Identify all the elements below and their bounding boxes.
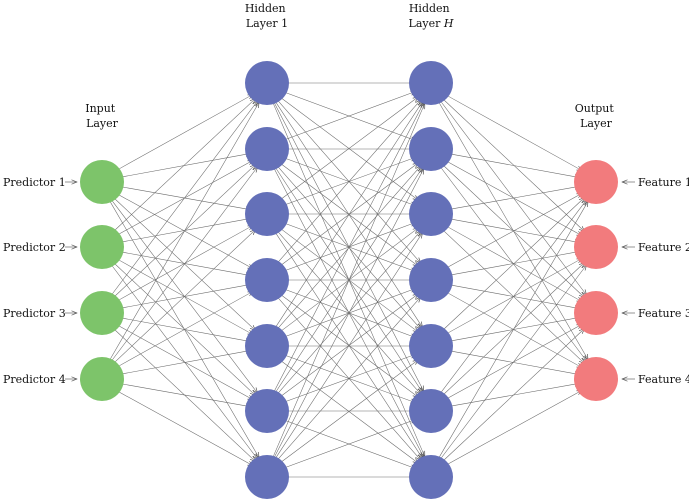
connection-hiddenH-4-to-output-2 bbox=[446, 251, 580, 276]
connection-input-1-to-hidden1-1 bbox=[115, 94, 253, 171]
hidden1-node-3 bbox=[245, 192, 289, 236]
connection-input-4-to-hidden1-3 bbox=[113, 230, 255, 364]
connection-hiddenH-1-to-output-2 bbox=[442, 98, 584, 232]
feature-3-label: Feature 3 bbox=[638, 307, 689, 320]
connection-hidden1-7-to-hiddenH-5 bbox=[279, 360, 419, 464]
hiddenH-node-1 bbox=[409, 61, 453, 105]
hidden1-node-6 bbox=[245, 389, 289, 433]
connection-hidden1-2-to-hiddenH-1 bbox=[281, 91, 416, 142]
connection-hiddenH-6-to-output-1 bbox=[440, 200, 586, 394]
feature-2-label: Feature 2 bbox=[638, 241, 689, 254]
connection-hidden1-7-to-hiddenH-4 bbox=[277, 297, 420, 461]
connection-input-2-to-hidden1-1 bbox=[113, 99, 255, 232]
connection-hidden1-7-to-hiddenH-2 bbox=[273, 169, 424, 458]
feature-1-label: Feature 1 bbox=[638, 176, 689, 189]
output-node-1 bbox=[574, 160, 618, 204]
connection-hidden1-5-to-hiddenH-1 bbox=[275, 102, 423, 328]
connection-input-3-to-hidden1-3 bbox=[115, 225, 253, 302]
connection-hiddenH-7-to-output-2 bbox=[440, 265, 586, 460]
connection-input-4-to-hidden1-2 bbox=[111, 167, 257, 362]
connection-hiddenH-7-to-output-3 bbox=[442, 329, 584, 462]
output-node-2 bbox=[574, 225, 618, 269]
hidden1-node-1 bbox=[245, 61, 289, 105]
output-layer-title: Output Layer bbox=[575, 102, 618, 130]
connection-hidden1-7-to-hiddenH-1 bbox=[272, 103, 425, 457]
connection-hidden1-7-to-hiddenH-3 bbox=[275, 233, 423, 459]
hidden1-node-5 bbox=[245, 324, 289, 368]
input-layer-title: Input Layer bbox=[85, 102, 118, 130]
predictor-4-label: Predictor 4 bbox=[3, 373, 66, 386]
connection-hiddenH-1-to-output-1 bbox=[444, 94, 582, 170]
connection-input-4-to-hidden1-6 bbox=[117, 382, 251, 407]
connection-hiddenH-3-to-output-2 bbox=[446, 218, 580, 242]
connection-hiddenH-7-to-output-4 bbox=[444, 390, 582, 467]
predictor-2-label: Predictor 2 bbox=[3, 241, 66, 254]
connection-input-4-to-hidden1-7 bbox=[115, 389, 253, 466]
hiddenH-node-3 bbox=[409, 192, 453, 236]
output-node-3 bbox=[574, 291, 618, 335]
connection-hiddenH-7-to-output-1 bbox=[438, 201, 588, 458]
hiddenH-node-5 bbox=[409, 324, 453, 368]
input-node-4 bbox=[80, 357, 124, 401]
connection-hidden1-7-to-hiddenH-6 bbox=[281, 419, 416, 470]
hidden-layer-1-title: Hidden Layer 1 bbox=[245, 2, 289, 30]
predictor-1-label: Predictor 1 bbox=[3, 176, 66, 189]
connection-input-3-to-hidden1-6 bbox=[115, 323, 253, 400]
hiddenH-node-2 bbox=[409, 127, 453, 171]
connection-input-2-to-hidden1-6 bbox=[113, 262, 255, 396]
hidden-layer-h-title: Hidden Layer H bbox=[409, 2, 454, 30]
connection-input-4-to-hidden1-1 bbox=[109, 102, 259, 360]
connection-hiddenH-5-to-output-1 bbox=[442, 198, 584, 331]
connection-input-4-to-hidden1-5 bbox=[117, 350, 251, 375]
connection-hidden1-3-to-hiddenH-1 bbox=[279, 97, 419, 201]
predictor-3-label: Predictor 3 bbox=[3, 307, 66, 320]
hidden1-node-4 bbox=[245, 258, 289, 302]
output-node-4 bbox=[574, 357, 618, 401]
hidden1-node-2 bbox=[245, 127, 289, 171]
connection-input-1-to-hidden1-2 bbox=[117, 153, 251, 178]
feature-4-label: Feature 4 bbox=[638, 373, 689, 386]
hiddenH-node-6 bbox=[409, 389, 453, 433]
input-node-1 bbox=[80, 160, 124, 204]
connection-hiddenH-3-to-output-1 bbox=[446, 186, 580, 211]
hiddenH-node-4 bbox=[409, 258, 453, 302]
neurons bbox=[80, 61, 618, 499]
connection-hiddenH-2-to-output-1 bbox=[446, 153, 580, 177]
connection-input-3-to-hidden1-1 bbox=[111, 101, 257, 296]
hidden1-node-7 bbox=[245, 455, 289, 499]
hiddenH-node-7 bbox=[409, 455, 453, 499]
io-arrows bbox=[65, 182, 635, 379]
connection-hiddenH-5-to-output-4 bbox=[446, 350, 580, 374]
connection-hidden1-4-to-hiddenH-1 bbox=[277, 100, 420, 264]
connection-hidden1-6-to-hiddenH-1 bbox=[273, 103, 424, 392]
connection-hiddenH-4-to-output-1 bbox=[444, 193, 582, 270]
connection-input-4-to-hidden1-4 bbox=[115, 291, 253, 368]
connections bbox=[109, 83, 588, 477]
input-node-3 bbox=[80, 291, 124, 335]
input-node-2 bbox=[80, 225, 124, 269]
